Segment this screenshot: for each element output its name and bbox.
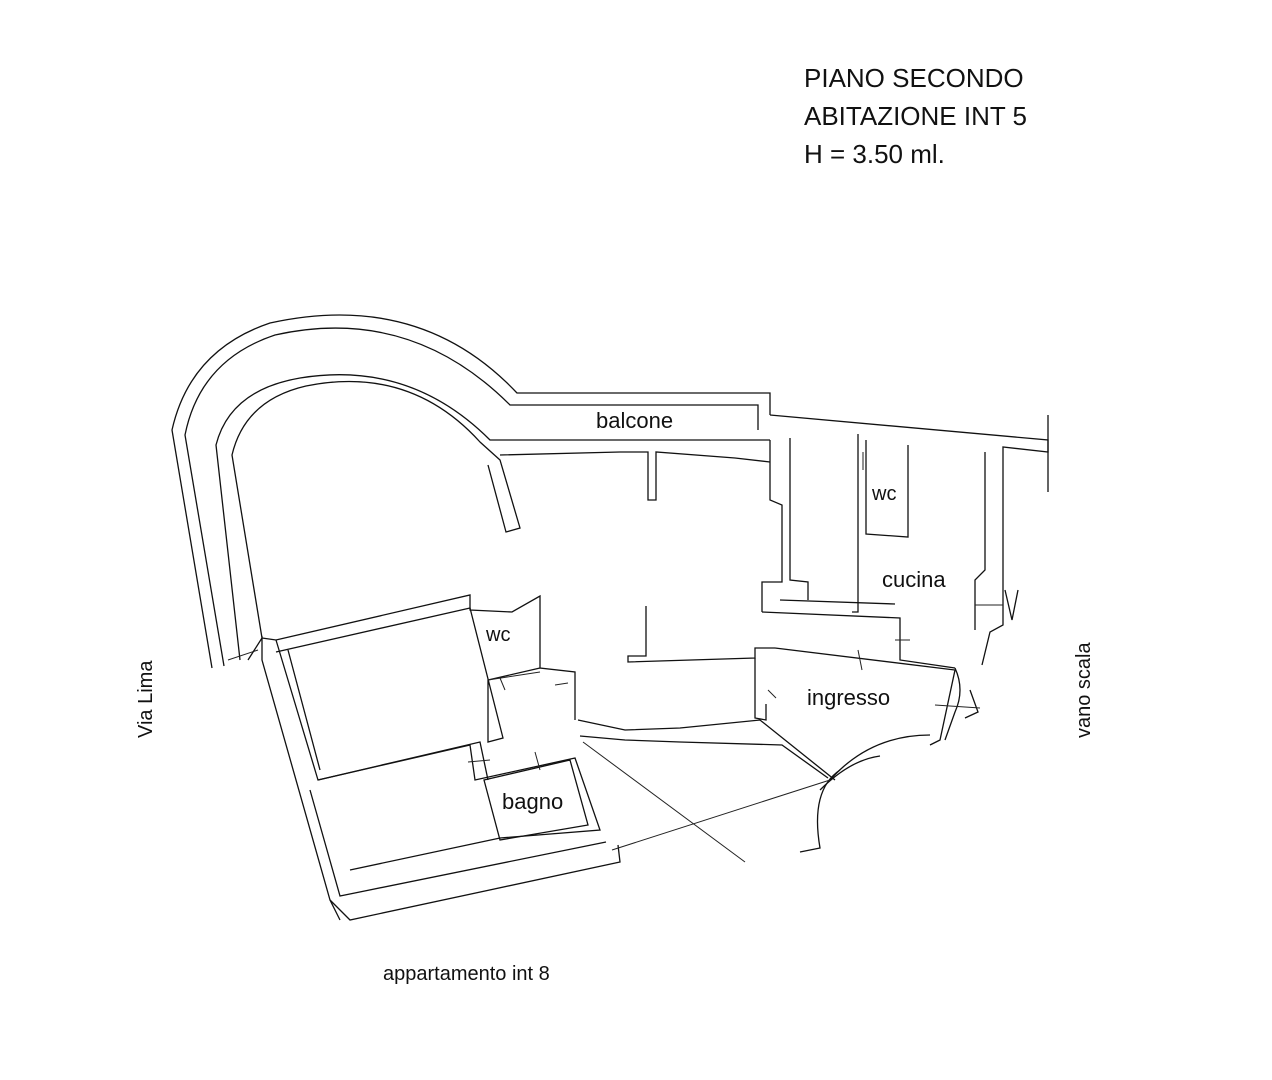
label-ingresso: ingresso xyxy=(807,685,890,710)
title-block: PIANO SECONDO ABITAZIONE INT 5 H = 3.50 … xyxy=(804,63,1027,169)
label-balcone: balcone xyxy=(596,408,673,433)
balcony-arc xyxy=(171,314,771,669)
lower-left-block xyxy=(247,594,621,921)
stair-void xyxy=(582,741,831,863)
upper-right-block xyxy=(761,414,1049,669)
label-via-lima: Via Lima xyxy=(135,660,157,738)
title-floor: PIANO SECONDO xyxy=(804,63,1024,93)
label-appartamento-int-8: appartamento int 8 xyxy=(383,963,550,985)
label-wc-left: wc xyxy=(485,624,510,646)
surrounding-labels: Via Lima vano scala appartamento int 8 xyxy=(135,642,1095,985)
label-wc-top: wc xyxy=(871,483,896,505)
title-height: H = 3.50 ml. xyxy=(804,139,945,169)
label-vano-scala: vano scala xyxy=(1073,642,1095,738)
label-bagno: bagno xyxy=(502,789,563,814)
title-unit: ABITAZIONE INT 5 xyxy=(804,101,1027,131)
room-labels: balcone wc cucina wc ingresso bagno xyxy=(485,408,946,814)
central-walls xyxy=(499,451,981,853)
label-cucina: cucina xyxy=(882,567,946,592)
